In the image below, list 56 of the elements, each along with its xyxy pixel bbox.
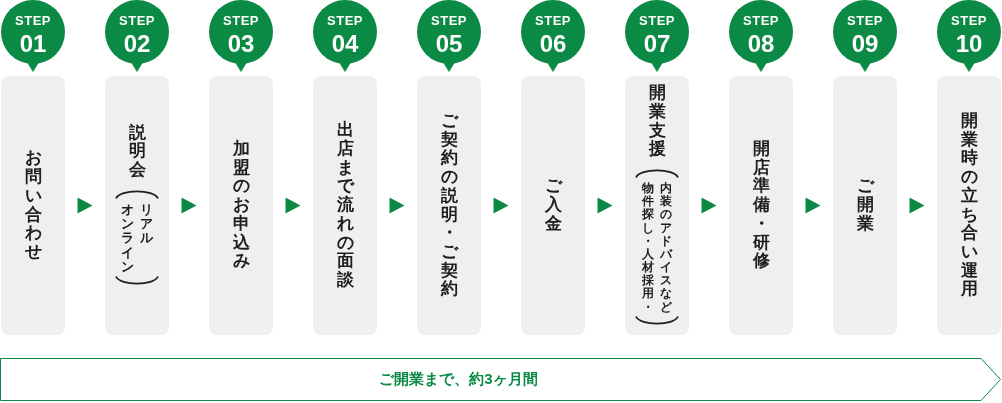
- step-number: 08: [747, 32, 775, 56]
- step-badge: [313, 0, 377, 72]
- step-title: 説明会: [128, 123, 146, 180]
- step-title: お問い合わせ: [24, 149, 42, 262]
- step-label: STEP: [535, 14, 571, 27]
- duration-label: ご開業まで、約3ヶ月間: [379, 369, 538, 390]
- step-number: 05: [435, 32, 463, 56]
- step-label: STEP: [119, 14, 155, 27]
- step-card: [105, 76, 169, 335]
- step-badge: [937, 0, 1001, 72]
- arrow: [77, 197, 93, 214]
- step-label: STEP: [743, 14, 779, 27]
- step-title: ご入金: [544, 177, 562, 234]
- step-label: STEP: [15, 14, 51, 27]
- step-badge: [729, 0, 793, 72]
- step-title: 出店まで流れの面談: [336, 121, 354, 290]
- step-label: STEP: [847, 14, 883, 27]
- step-note: リアル: [140, 202, 153, 246]
- step-label: STEP: [223, 14, 259, 27]
- step-title: ご契約の説明・ご契約: [440, 112, 458, 299]
- step-number: 03: [227, 32, 255, 56]
- step-title: 開店準備・研修: [752, 140, 770, 271]
- step-note: 物件探し・人材採用・: [642, 181, 654, 314]
- arrow: [909, 197, 925, 214]
- step-badge: [1, 0, 65, 72]
- step-title: ご開業: [856, 177, 874, 234]
- arrow: [805, 197, 821, 214]
- step-label: STEP: [639, 14, 675, 27]
- step-label: STEP: [951, 14, 987, 27]
- arrow: [389, 197, 405, 214]
- step-title: 加盟のお申込み: [232, 140, 250, 271]
- step-badge: [105, 0, 169, 72]
- step-note: 内装のアドバイスなど: [660, 181, 672, 314]
- step-number: 01: [19, 32, 47, 56]
- step-badge: [417, 0, 481, 72]
- step-number: 07: [643, 32, 671, 56]
- arrow: [597, 197, 613, 214]
- step-number: 02: [123, 32, 151, 56]
- step-badge: [833, 0, 897, 72]
- step-badge: [625, 0, 689, 72]
- step-badge: [209, 0, 273, 72]
- step-title: 開業支援: [648, 84, 666, 159]
- arrow: [181, 197, 197, 214]
- step-card: [625, 76, 689, 335]
- step-label: STEP: [327, 14, 363, 27]
- step-badge: [521, 0, 585, 72]
- arrow: [701, 197, 717, 214]
- step-note: オンライン: [121, 202, 134, 275]
- step-number: 10: [955, 32, 983, 56]
- step-title: 開業時の立ち合い運用: [960, 112, 978, 299]
- arrow: [285, 197, 301, 214]
- step-number: 09: [851, 32, 879, 56]
- step-number: 04: [331, 32, 359, 56]
- step-label: STEP: [431, 14, 467, 27]
- step-number: 06: [539, 32, 567, 56]
- arrow: [493, 197, 509, 214]
